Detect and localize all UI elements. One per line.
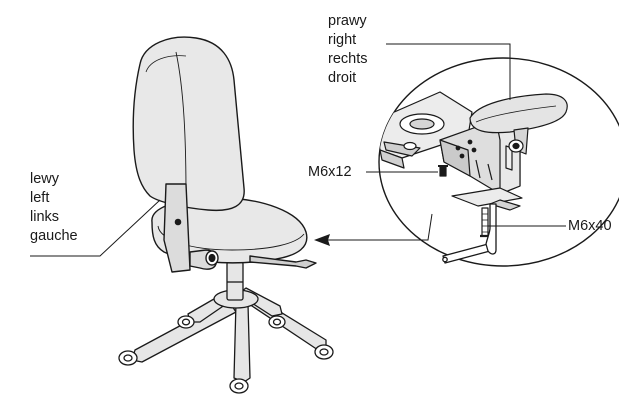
left-side-leader: [30, 199, 161, 257]
screw-m6x40-label: M6x40: [568, 218, 612, 234]
label-right-pl: prawy: [328, 13, 367, 29]
label-right-en: right: [328, 32, 357, 48]
label-left-de: links: [30, 209, 60, 225]
detail-arrow-head: [314, 234, 330, 246]
chair-base: [118, 261, 334, 394]
label-right-fr: droit: [328, 70, 357, 86]
label-left-pl: lewy: [30, 171, 60, 187]
armrest-bracket-detail: [439, 119, 521, 195]
seat-plate-detail: [451, 187, 523, 211]
back-support-bracket: [163, 183, 219, 273]
screw-m6x40: [480, 207, 490, 238]
leader-lines: [30, 43, 566, 257]
right-side-leader: [386, 43, 511, 100]
chair-backrest: [132, 36, 245, 212]
screw-m6x12: [438, 165, 448, 177]
right-side-label: prawy right rechts droit: [328, 12, 368, 88]
allen-key: [442, 203, 497, 264]
label-left-fr: gauche: [30, 228, 78, 244]
left-side-label: lewy left links gauche: [30, 170, 78, 246]
detail-circle: [378, 57, 619, 267]
armrest-pad-detail: [469, 93, 568, 155]
label-left-en: left: [30, 190, 50, 206]
label-right-de: rechts: [328, 51, 368, 67]
screw-m6x12-label: M6x12: [308, 164, 352, 180]
detail-arrow-line: [322, 213, 433, 241]
